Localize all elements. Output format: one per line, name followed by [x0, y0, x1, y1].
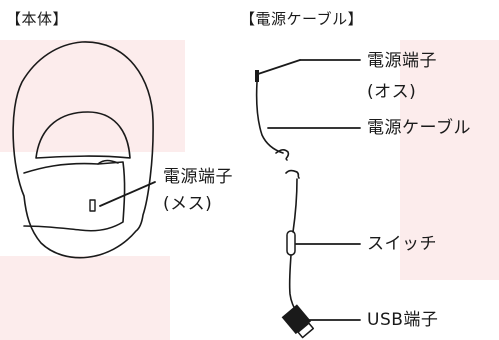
section-title-cable: 【電源ケーブル】 — [240, 10, 364, 28]
cable-lower — [292, 178, 298, 233]
label-power-terminal-male-line2: (オス) — [367, 82, 417, 102]
label-power-terminal-male-line1: 電源端子 — [367, 51, 437, 71]
cable-bottom — [288, 254, 297, 311]
neck-cover — [23, 161, 126, 232]
cable-upper — [255, 81, 284, 154]
background-band-bottom — [0, 256, 170, 340]
label-switch: スイッチ — [367, 234, 437, 254]
usb-plug — [281, 304, 315, 339]
face-opening — [35, 111, 131, 159]
nose-bridge-curve — [97, 159, 119, 165]
hood-outline — [12, 41, 154, 259]
label-power-terminal-female-line2: (メス) — [163, 194, 213, 214]
cable-break-upper — [275, 148, 290, 161]
leader-male-terminal — [257, 59, 301, 75]
hood-illustration — [12, 41, 156, 259]
background-band-left — [0, 40, 185, 152]
cable-illustration — [255, 59, 361, 339]
label-power-terminal-female-line1: 電源端子 — [163, 167, 233, 187]
label-usb-terminal: USB端子 — [367, 310, 439, 330]
section-title-body: 【本体】 — [6, 10, 69, 28]
label-power-cable: 電源ケーブル — [367, 118, 471, 138]
cable-break-lower — [285, 169, 300, 179]
male-connector — [255, 70, 259, 82]
female-port — [89, 199, 96, 212]
background-band-right — [400, 40, 499, 280]
switch-body — [286, 230, 296, 256]
leader-female-port — [99, 181, 156, 207]
